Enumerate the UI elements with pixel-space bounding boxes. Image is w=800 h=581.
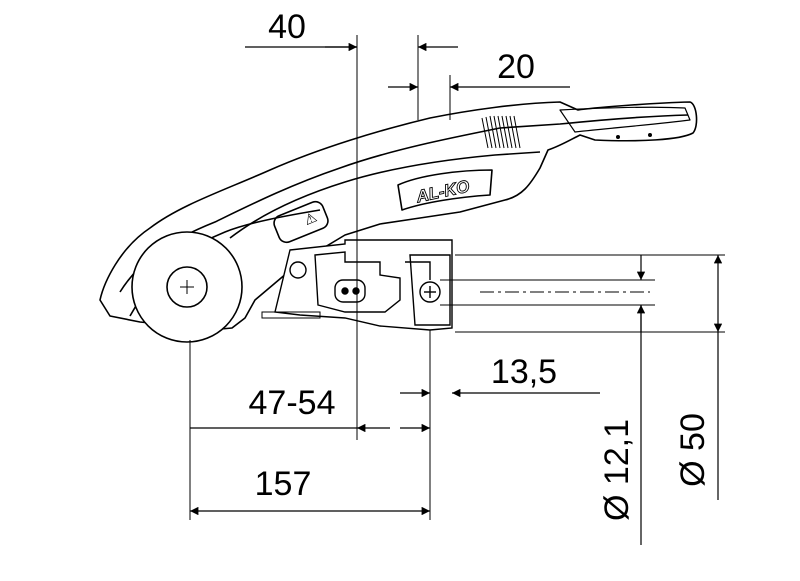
ball-socket: [131, 231, 243, 343]
logo-text: AL-KO: [414, 177, 472, 207]
dim-reach: 47-54: [249, 384, 336, 422]
warning-label-plate: [273, 200, 329, 244]
dim-top-small: 20: [497, 48, 535, 86]
rivet: [648, 133, 652, 137]
rivet: [616, 135, 620, 139]
clamp-mechanism: [261, 239, 453, 331]
warning-symbol: ⚠: [302, 209, 320, 229]
dim-bolt-diameter: Ø 12,1: [598, 419, 636, 521]
extension-lines: [189, 35, 725, 520]
dimension-labels: 40 20 13,5 47-54 157 Ø 12,1 Ø 50: [249, 8, 712, 521]
handle-tip: [559, 106, 691, 133]
dim-overall-length: 157: [255, 465, 312, 503]
coupling-outer-shell: [99, 101, 698, 331]
dim-top-width: 40: [268, 8, 306, 46]
coupling-handle-lower: [229, 151, 541, 239]
dim-ball-diameter: Ø 50: [674, 413, 712, 487]
dimension-lines: [190, 42, 723, 545]
grip-ribs: [481, 115, 521, 149]
dim-offset: 13,5: [491, 353, 557, 391]
logo-plate: [397, 169, 493, 211]
